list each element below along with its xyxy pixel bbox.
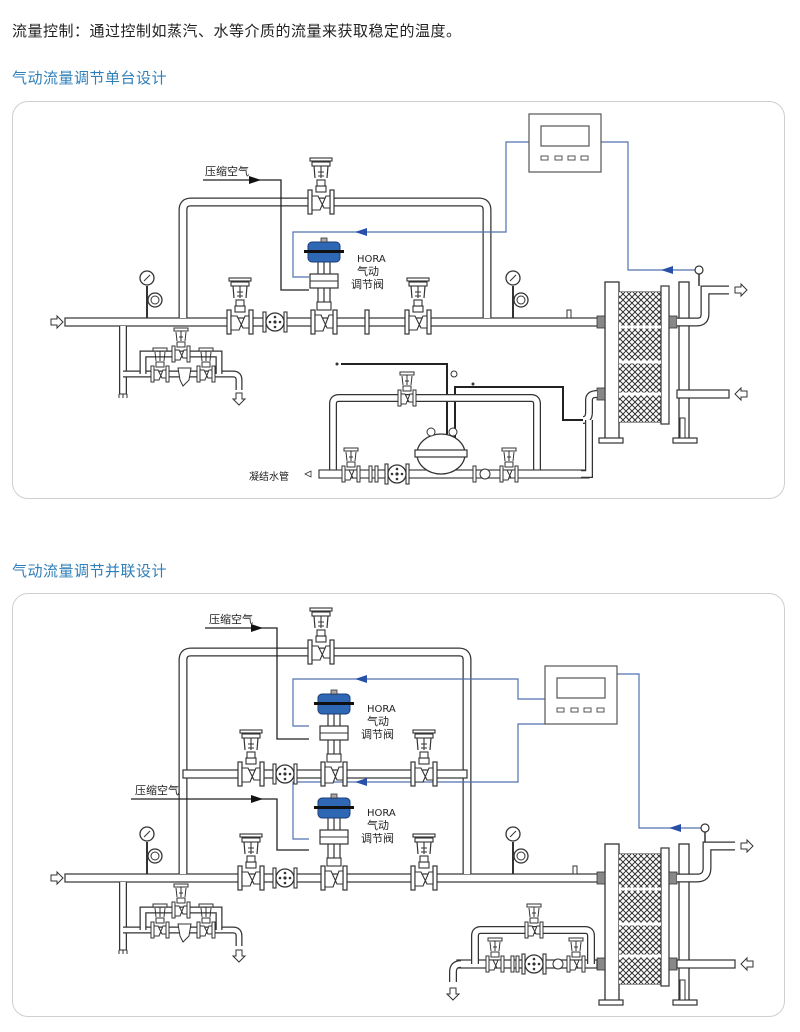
diagram-panel-single: 压缩空气 HORA 气动 调节阀 <box>12 101 785 499</box>
upper-valve-brand-label: HORA <box>367 704 396 715</box>
intro-text: 流量控制：通过控制如蒸汽、水等介质的流量来获取稳定的温度。 <box>12 22 462 40</box>
section-title-parallel: 气动流量调节并联设计 <box>12 562 168 580</box>
upper-valve-type-label-1: 气动 <box>367 714 389 728</box>
lower-outlet-globe-valve <box>410 833 438 891</box>
single-design-diagram: 压缩空气 HORA 气动 调节阀 <box>50 113 748 485</box>
signal-line-bottom <box>292 723 545 840</box>
compressed-air-label-top: 压缩空气 <box>209 612 253 626</box>
condensate-bypass-valve <box>397 371 417 407</box>
lower-valve-brand-label: HORA <box>367 808 396 819</box>
parallel-design-diagram: 压缩空气 压缩空气 HORA 气动 调节阀 HORA 气动 调节阀 <box>50 607 754 1007</box>
signal-line-top <box>292 678 545 727</box>
signal-line-to-valve <box>292 141 529 278</box>
secondary-bypass-valve <box>524 903 544 939</box>
valve-brand-label: HORA <box>357 254 386 265</box>
secondary-outlet-valve <box>566 937 586 973</box>
temperature-sensor-icon <box>700 823 710 833</box>
diagram-panel-parallel: 压缩空气 压缩空气 HORA 气动 调节阀 HORA 气动 调节阀 <box>12 593 785 1017</box>
upper-strainer <box>272 763 298 785</box>
valve-type-label-2: 调节阀 <box>351 277 384 291</box>
cold-inlet-arrow-icon <box>740 957 754 971</box>
pressure-gauge-inlet <box>139 270 163 319</box>
signal-line-sensor <box>617 673 703 829</box>
hot-outlet-arrow-icon <box>740 839 754 853</box>
valve-type-label-1: 气动 <box>357 264 379 278</box>
plate-heat-exchanger <box>597 280 699 445</box>
drain-arrow-icon <box>232 392 246 406</box>
secondary-inlet-valve <box>485 937 505 973</box>
upper-valve-type-label-2: 调节阀 <box>361 727 394 741</box>
strainer <box>262 311 288 333</box>
bypass-globe-valve <box>307 157 335 215</box>
pressure-gauge-outlet <box>505 270 529 319</box>
compressed-air-line <box>203 179 309 291</box>
condensate-outlet-valve <box>499 447 519 483</box>
lower-valve-type-label-1: 气动 <box>367 818 389 832</box>
compressed-air-line-top <box>205 627 309 740</box>
inlet-globe-valve <box>226 277 254 335</box>
secondary-drain-arrow-icon <box>446 987 460 1001</box>
upper-outlet-globe-valve <box>410 729 438 787</box>
hot-outlet-arrow-icon <box>734 283 748 297</box>
signal-line-from-sensor <box>601 141 698 271</box>
outlet-globe-valve <box>404 277 432 335</box>
condensate-inlet-valve <box>341 447 361 483</box>
cold-inlet-arrow-icon <box>734 387 748 401</box>
section-title-single: 气动流量调节单台设计 <box>12 69 168 87</box>
temperature-controller <box>528 113 602 173</box>
temperature-controller <box>544 665 618 725</box>
temperature-sensor-icon <box>694 265 704 275</box>
condensate-pipe-label: 凝结水管 <box>249 470 289 483</box>
pressure-gauge-outlet <box>505 826 529 875</box>
drain-bypass-valve <box>171 327 191 363</box>
lower-strainer <box>272 867 298 889</box>
compressed-air-label-bottom: 压缩空气 <box>135 783 179 797</box>
drain-bypass-valve <box>171 883 191 919</box>
inlet-arrow-icon <box>50 871 64 885</box>
compressed-air-line-bottom <box>131 798 309 851</box>
condensate-strainer <box>384 463 410 485</box>
compressed-air-label: 压缩空气 <box>205 164 249 178</box>
inlet-arrow-icon <box>50 315 64 329</box>
drain-arrow-icon <box>232 949 246 963</box>
bypass-globe-valve <box>307 607 335 665</box>
secondary-strainer <box>521 953 547 975</box>
plate-heat-exchanger <box>597 842 699 1007</box>
lower-valve-type-label-2: 调节阀 <box>361 831 394 845</box>
upper-inlet-globe-valve <box>237 729 265 787</box>
lower-inlet-globe-valve <box>237 833 265 891</box>
pressure-gauge-inlet <box>139 826 163 875</box>
